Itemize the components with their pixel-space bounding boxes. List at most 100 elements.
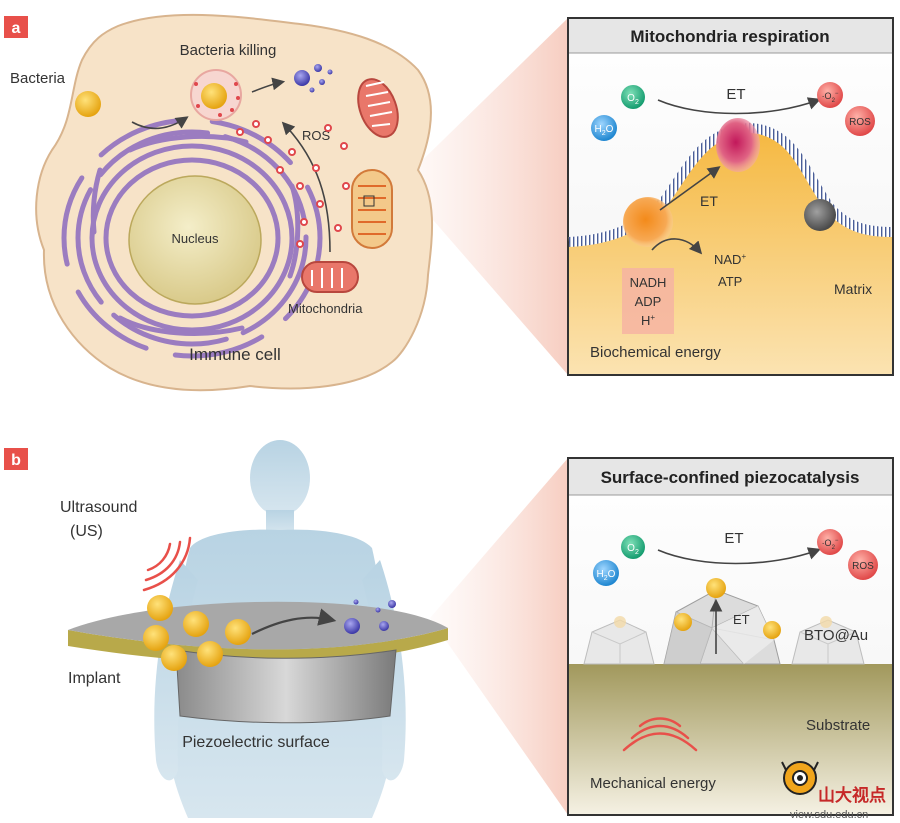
mitochondrion-bottom: [301, 261, 359, 293]
et-label-mid: ET: [700, 193, 718, 209]
immune-cell-label: Immune cell: [189, 345, 281, 364]
et-label-top: ET: [726, 86, 745, 103]
ultrasound-waves-icon: [142, 536, 192, 592]
svg-text:H2O: H2O: [597, 569, 616, 582]
panel-a-badge-text: a: [12, 20, 21, 37]
inset-b-title: Surface-confined piezocatalysis: [601, 468, 860, 487]
piezoelectric-surface: [175, 649, 397, 724]
ros-molecule-b: [848, 550, 878, 580]
inset-a-title: Mitochondria respiration: [630, 27, 829, 46]
et-arrow-top: [657, 97, 821, 115]
superoxide-sup-b: −: [835, 538, 839, 544]
implant-label: Implant: [68, 670, 121, 687]
atp-label: ATP: [718, 274, 742, 289]
panel-a-callout-cone: [400, 18, 568, 375]
svg-text:·O2−: ·O2−: [822, 91, 839, 104]
adp-label: ADP: [635, 294, 662, 309]
superoxide-molecule: [817, 82, 843, 108]
piezo-kill-arrow: [251, 608, 337, 635]
mitochondrion-zoom-box: [363, 195, 375, 207]
h2o-sub: 2: [602, 130, 606, 137]
mitochondria-label: Mitochondria: [288, 301, 363, 316]
o2-label: O: [627, 93, 635, 104]
panel-b-callout-cone: [430, 458, 568, 815]
piezoelectric-surface-label: Piezoelectric surface: [182, 734, 330, 751]
panel-a: a Nucleus Bacteria Bacteria: [4, 13, 568, 392]
us-label: (US): [70, 523, 103, 540]
ros-arrow: [281, 121, 331, 253]
svg-text:NAD+: NAD+: [714, 252, 746, 267]
ros-molecule-label-b: ROS: [852, 561, 874, 572]
svg-text:H+: H+: [641, 313, 655, 328]
o2-molecule: [621, 85, 645, 109]
bto-au-label: BTO@Au: [804, 627, 868, 644]
superoxide-label: ·O: [822, 91, 832, 101]
h2o-molecule: [591, 115, 617, 141]
bacteria-label: Bacteria: [10, 70, 66, 87]
killed-bacteria-debris: [294, 64, 333, 93]
o2-sub: 2: [635, 99, 639, 106]
killing-arrow: [251, 77, 286, 93]
nucleus-label: Nucleus: [172, 231, 219, 246]
ros-label: ROS: [302, 128, 331, 143]
panel-a-badge: [4, 16, 28, 38]
ros-molecule: [845, 106, 875, 136]
watermark-text: 山大视点: [818, 785, 886, 806]
inset-mitochondria: Mitochondria respiration O2 H2O ET ·O2− …: [567, 17, 894, 376]
superoxide-sub: 2: [832, 98, 836, 104]
hplus-sup: +: [650, 313, 655, 322]
watermark-url: view.sdu.edu.cn: [790, 809, 868, 821]
bacteria-cluster: [143, 595, 251, 671]
complex-magenta: [716, 118, 760, 172]
ultrasound-label: Ultrasound: [60, 499, 137, 516]
nadh-arrow: [651, 238, 703, 255]
killed-bacteria-debris-b: [344, 599, 396, 634]
phagosome-ros-dots: [194, 82, 240, 117]
complex-orange: [623, 197, 673, 247]
watermark-logo: 山大视点 view.sdu.edu.cn: [781, 761, 886, 821]
superoxide-sup: −: [835, 91, 839, 97]
complex-grey: [804, 199, 836, 231]
nadh-box: [622, 268, 674, 334]
nucleus: [128, 175, 262, 305]
bacteria-killing-label: Bacteria killing: [180, 42, 277, 59]
bto-crystal-left: [583, 616, 655, 665]
uptake-arrow: [131, 116, 189, 130]
et-label-top-b: ET: [724, 530, 743, 547]
nadplus-label: NAD: [714, 252, 741, 267]
bacterium-outside: [75, 91, 101, 117]
o2-sub-b: 2: [635, 549, 639, 556]
panel-b-badge-text: b: [11, 452, 21, 469]
substrate: [569, 664, 892, 814]
h2o-h-b: H: [597, 569, 604, 580]
nadh-label: NADH: [630, 275, 667, 290]
h2o-o-b: O: [608, 569, 616, 580]
mechanical-energy-label: Mechanical energy: [590, 775, 716, 792]
o2-molecule-b: [621, 535, 645, 559]
et-label-crystal: ET: [733, 612, 750, 627]
svg-text:·O2−: ·O2−: [822, 538, 839, 551]
mitochondrion-right: [351, 169, 393, 249]
inset-piezocatalysis: Surface-confined piezocatalysis ET BTO@A…: [567, 457, 894, 816]
ros-dots: [236, 120, 350, 248]
h2o-h: H: [595, 124, 602, 135]
inset-b-title-bar: [569, 459, 892, 495]
bacterium-engulfed: [201, 83, 227, 109]
et-arrow-top-b: [657, 547, 821, 565]
superoxide-sub-b: 2: [832, 545, 836, 551]
bto-crystal-right: [791, 616, 865, 665]
gold-nanoparticles: [674, 578, 781, 639]
h2o-molecule-b: [593, 560, 619, 586]
nadplus-sup: +: [741, 252, 746, 261]
panel-b-badge: [4, 448, 28, 470]
svg-text:O2: O2: [627, 93, 639, 106]
o2-label-b: O: [627, 543, 635, 554]
vibration-waves-icon: [622, 717, 698, 752]
ros-molecule-label: ROS: [849, 117, 871, 128]
biochemical-energy-label: Biochemical energy: [590, 344, 721, 361]
panel-b: b: [4, 440, 568, 818]
superoxide-label-b: ·O: [822, 538, 832, 548]
matrix-label: Matrix: [834, 281, 872, 297]
h2o-sub-b: 2: [604, 575, 608, 582]
